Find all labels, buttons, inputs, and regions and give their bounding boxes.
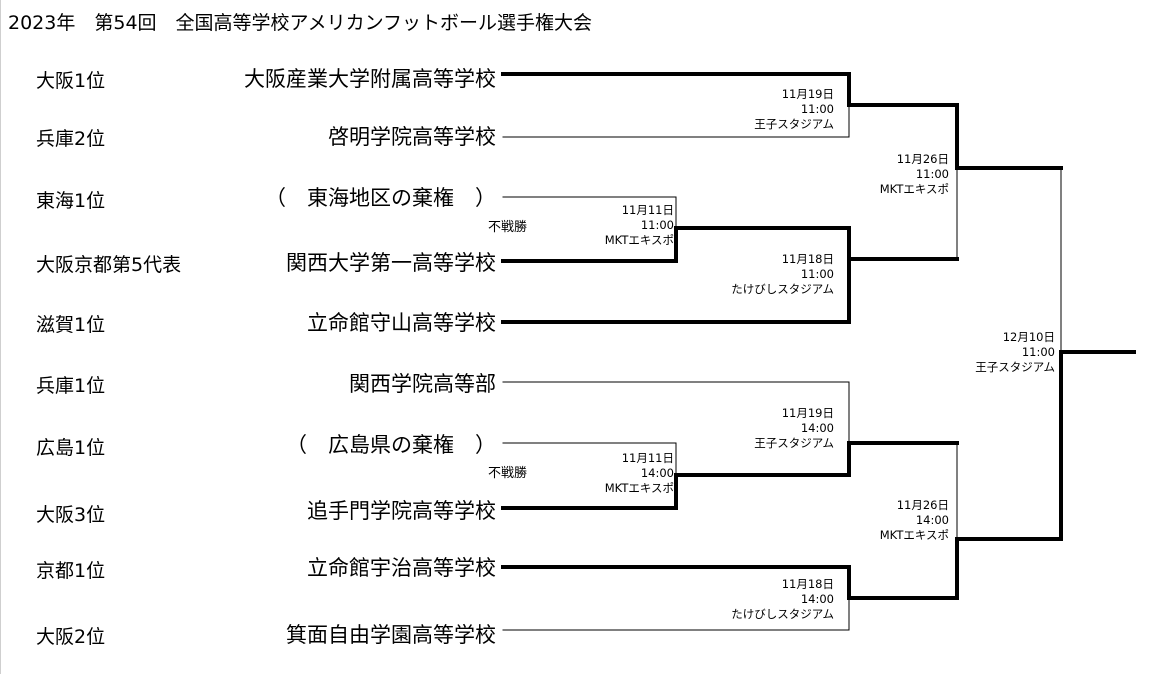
match-time: 11:00 [640, 218, 674, 232]
match-date: 11月26日 [896, 152, 949, 166]
match-date: 12月10日 [1002, 330, 1055, 344]
match-time: 11:00 [1021, 345, 1055, 359]
seed-label: 大阪1位 [36, 70, 106, 92]
page-border [0, 0, 1, 674]
match-info: 11月19日 11:00 王子スタジアム [754, 87, 834, 132]
bracket-line [501, 291, 851, 324]
match-time: 11:00 [915, 167, 949, 181]
school-name: 追手門学院高等学校 [307, 499, 496, 523]
match-venue: MKTエキスポ [879, 528, 949, 542]
match-venue: 王子スタジアム [754, 436, 834, 450]
match-venue: 王子スタジアム [754, 117, 834, 131]
match-venue: MKTエキスポ [604, 481, 674, 495]
match-info: 11月11日 11:00 MKTエキスポ [605, 203, 674, 248]
match-time: 11:00 [800, 102, 834, 116]
bracket-line [501, 565, 959, 600]
match-info: 11月18日 14:00 たけびしスタジアム [731, 577, 834, 622]
seed-label: 兵庫1位 [36, 375, 106, 397]
school-name: （ 東海地区の棄権 ） [265, 186, 496, 210]
match-time: 14:00 [640, 466, 674, 480]
seed-label: 滋賀1位 [36, 314, 106, 336]
bracket-line [501, 226, 851, 263]
match-info: 11月11日 14:00 MKTエキスポ [605, 451, 674, 496]
bracket-line [501, 441, 959, 510]
match-info: 11月19日 14:00 王子スタジアム [754, 406, 834, 451]
match-info: 12月10日 11:00 王子スタジアム [975, 330, 1055, 375]
match-venue: たけびしスタジアム [731, 282, 834, 296]
match-date: 11月18日 [781, 577, 834, 591]
match-date: 11月11日 [621, 203, 674, 217]
bracket-line [1059, 350, 1136, 541]
match-info: 11月26日 14:00 MKTエキスポ [880, 498, 949, 543]
match-venue: MKTエキスポ [604, 233, 674, 247]
seed-label: 兵庫2位 [36, 128, 106, 150]
seed-label: 京都1位 [36, 560, 106, 582]
match-time: 14:00 [915, 513, 949, 527]
seed-label: 広島1位 [36, 437, 106, 459]
bracket-line [502, 381, 850, 444]
match-info: 11月26日 11:00 MKTエキスポ [880, 152, 949, 197]
bracket-line [502, 196, 677, 229]
match-info: 11月18日 11:00 たけびしスタジアム [731, 252, 834, 297]
school-name: （ 広島県の棄権 ） [286, 433, 496, 457]
bracket-line [502, 104, 850, 138]
bye-label: 不戦勝 [488, 466, 528, 481]
school-name: 箕面自由学園高等学校 [286, 623, 496, 647]
bracket-line [847, 257, 959, 295]
match-venue: MKTエキスポ [879, 182, 949, 196]
match-date: 11月19日 [781, 406, 834, 420]
seed-label: 東海1位 [36, 190, 106, 212]
match-date: 11月11日 [621, 451, 674, 465]
school-name: 関西学院高等部 [349, 372, 496, 396]
bracket-line [502, 442, 677, 476]
seed-label: 大阪3位 [36, 504, 106, 526]
match-date: 11月26日 [896, 498, 949, 512]
school-name: 大阪産業大学附属高等学校 [244, 67, 496, 91]
school-name: 啓明学院高等学校 [328, 125, 496, 149]
match-time: 11:00 [800, 267, 834, 281]
seed-label: 大阪2位 [36, 626, 106, 648]
match-date: 11月18日 [781, 252, 834, 266]
bracket-line [501, 72, 959, 107]
seed-label: 大阪京都第5代表 [36, 254, 182, 276]
school-name: 関西大学第一高等学校 [286, 251, 496, 275]
match-time: 14:00 [800, 592, 834, 606]
page-title: 2023年 第54回 全国高等学校アメリカンフットボール選手権大会 [8, 12, 593, 34]
match-date: 11月19日 [781, 87, 834, 101]
match-venue: 王子スタジアム [975, 360, 1055, 374]
bye-label: 不戦勝 [488, 220, 528, 235]
school-name: 立命館守山高等学校 [307, 311, 496, 335]
bracket-line [502, 597, 850, 631]
bracket-line [955, 103, 1063, 170]
bracket-line [955, 537, 1063, 600]
school-name: 立命館宇治高等学校 [307, 556, 496, 580]
match-time: 14:00 [800, 421, 834, 435]
match-venue: たけびしスタジアム [731, 607, 834, 621]
